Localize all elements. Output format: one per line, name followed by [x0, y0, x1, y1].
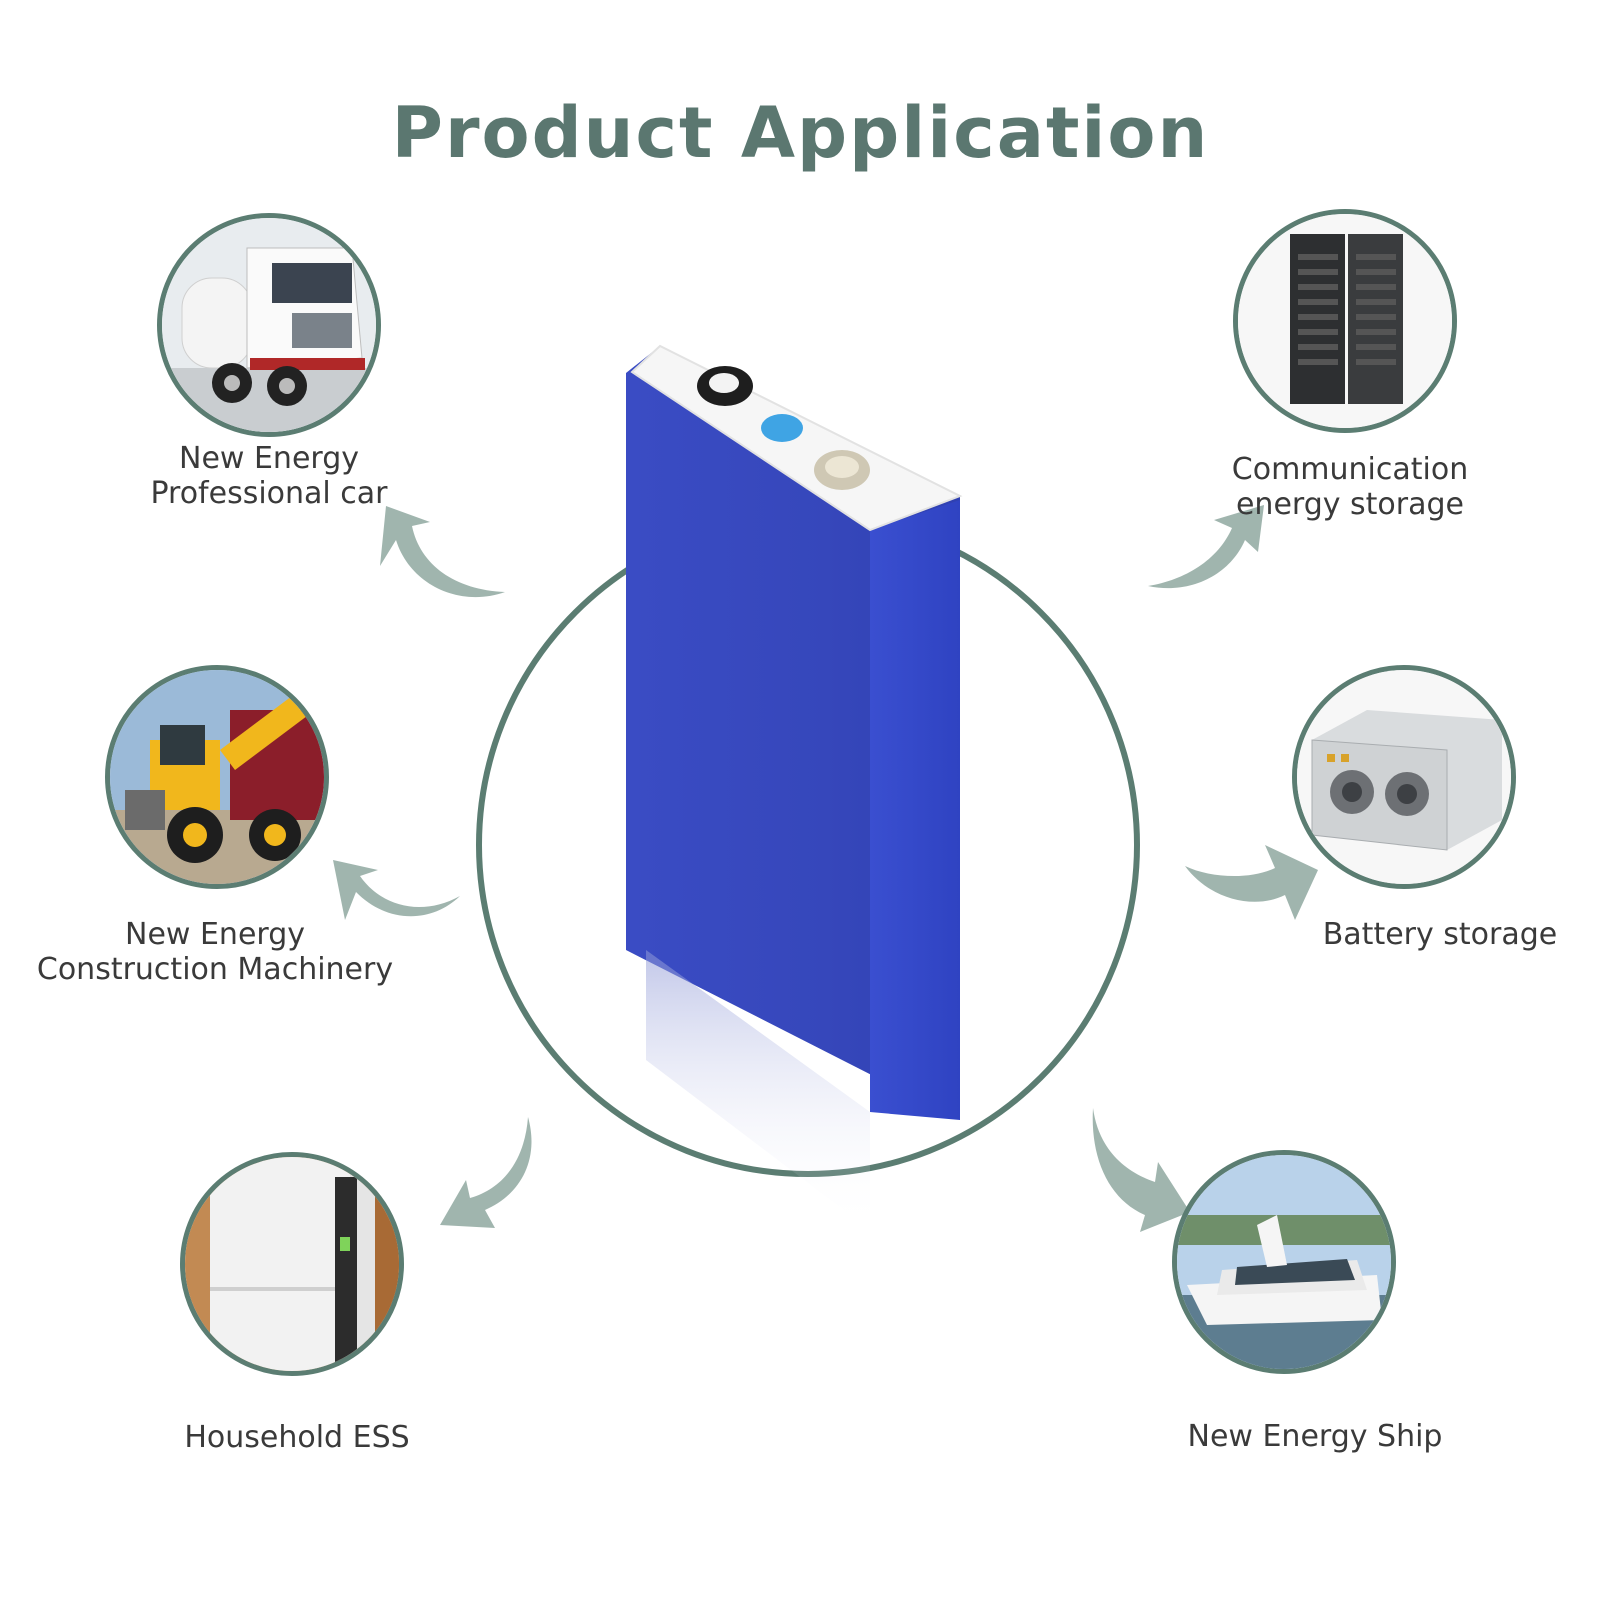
label-line: Household ESS: [184, 1420, 410, 1455]
application-image-truck: [157, 213, 381, 437]
ship-icon: [1177, 1155, 1391, 1369]
application-image-server-rack: [1233, 209, 1457, 433]
arrow-to-truck-icon: [380, 506, 505, 598]
label-line: Battery storage: [1322, 917, 1558, 952]
arrow-to-loader-icon: [333, 860, 460, 920]
home-battery-icon: [185, 1157, 399, 1371]
battery-storage-unit-icon: [1297, 670, 1511, 884]
loader-icon: [110, 670, 324, 884]
label-line: Professional car: [150, 476, 388, 511]
label-new-energy-ship: New Energy Ship: [1165, 1419, 1465, 1454]
label-line: energy storage: [1235, 487, 1465, 522]
label-line: New Energy: [179, 441, 359, 476]
label-line: New Energy: [125, 917, 305, 952]
page-title: Product Application: [391, 92, 1210, 174]
label-household-ess: Household ESS: [152, 1420, 442, 1455]
arrow-to-ship-icon: [1092, 1108, 1190, 1232]
label-battery-storage: Battery storage: [1305, 917, 1575, 952]
battery-cell-icon: [626, 344, 963, 1230]
arrow-to-server-icon: [1148, 505, 1264, 589]
label-line: New Energy Ship: [1187, 1419, 1443, 1454]
application-image-battery-storage: [1292, 665, 1516, 889]
server-rack-icon: [1238, 214, 1452, 428]
label-line: Construction Machinery: [36, 952, 394, 987]
application-image-loader: [105, 665, 329, 889]
application-image-household: [180, 1152, 404, 1376]
label-communication-energy-storage: Communication energy storage: [1200, 452, 1500, 522]
application-image-ship: [1172, 1150, 1396, 1374]
label-line: Communication: [1231, 452, 1469, 487]
label-new-energy-professional-car: New Energy Professional car: [109, 441, 429, 511]
label-new-energy-construction-machinery: New Energy Construction Machinery: [20, 917, 410, 987]
arrow-to-battery-storage-icon: [1185, 845, 1318, 920]
truck-icon: [162, 218, 376, 432]
arrow-to-household-icon: [440, 1117, 532, 1228]
